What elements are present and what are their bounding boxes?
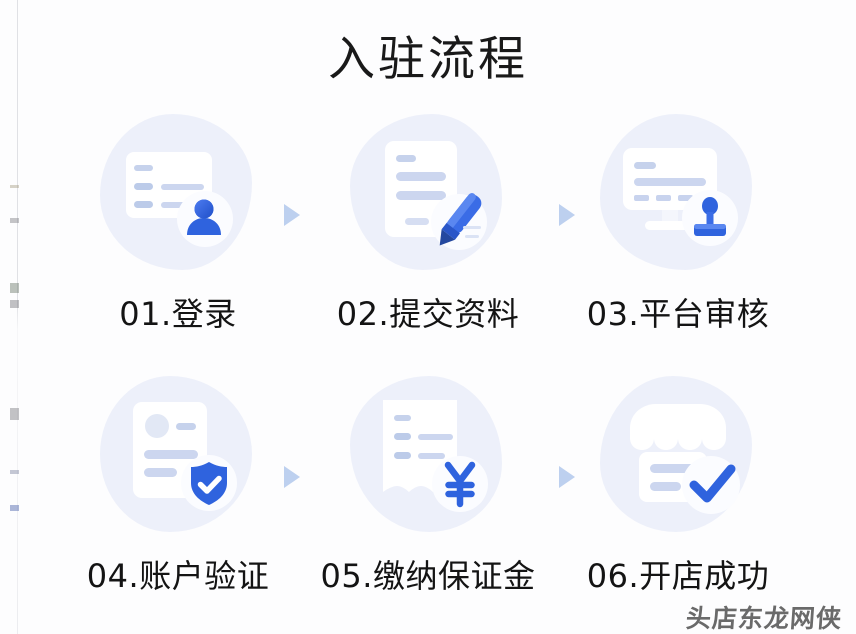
scan-artifact bbox=[10, 283, 19, 293]
monitor-with-stamp-icon bbox=[593, 108, 763, 278]
scan-artifact bbox=[10, 505, 19, 511]
flow-arrow-icon bbox=[284, 204, 300, 226]
step-06-shop-opened[interactable]: 06.开店成功 bbox=[553, 370, 803, 596]
storefront-with-check-icon bbox=[593, 370, 763, 540]
watermark: 头店东龙网侠 bbox=[684, 604, 844, 633]
flow-arrow-icon bbox=[559, 204, 575, 226]
scan-artifact bbox=[10, 185, 19, 188]
steps-grid: 01.登录 bbox=[0, 108, 856, 632]
step-05-pay-deposit[interactable]: 05.缴纳保证金 bbox=[303, 370, 553, 596]
step-04-account-verification[interactable]: 04.账户验证 bbox=[53, 370, 303, 596]
step-label: 02.提交资料 bbox=[336, 295, 520, 333]
step-label: 06.开店成功 bbox=[586, 557, 770, 595]
page-title: 入驻流程 bbox=[328, 32, 528, 87]
flow-arrow-icon bbox=[284, 466, 300, 488]
id-card-with-shield-check-icon bbox=[93, 370, 263, 540]
step-02-submit-materials[interactable]: 02.提交资料 bbox=[303, 108, 553, 334]
scan-artifact bbox=[10, 470, 19, 474]
step-label: 03.平台审核 bbox=[586, 295, 770, 333]
steps-row-1: 01.登录 bbox=[0, 108, 856, 370]
step-label: 01.登录 bbox=[119, 295, 237, 333]
flow-arrow-icon bbox=[559, 466, 575, 488]
scan-artifact bbox=[10, 218, 19, 223]
scan-artifact bbox=[10, 408, 19, 420]
page-edge-line bbox=[17, 0, 18, 634]
form-with-user-avatar-icon bbox=[93, 108, 263, 278]
document-with-pen-icon bbox=[343, 108, 513, 278]
steps-row-2: 04.账户验证 bbox=[0, 370, 856, 632]
step-label: 05.缴纳保证金 bbox=[320, 557, 536, 595]
step-label: 04.账户验证 bbox=[86, 557, 270, 595]
scan-artifact bbox=[10, 300, 19, 308]
invoice-with-yuan-icon bbox=[343, 370, 513, 540]
step-03-platform-review[interactable]: 03.平台审核 bbox=[553, 108, 803, 334]
step-01-login[interactable]: 01.登录 bbox=[53, 108, 303, 334]
